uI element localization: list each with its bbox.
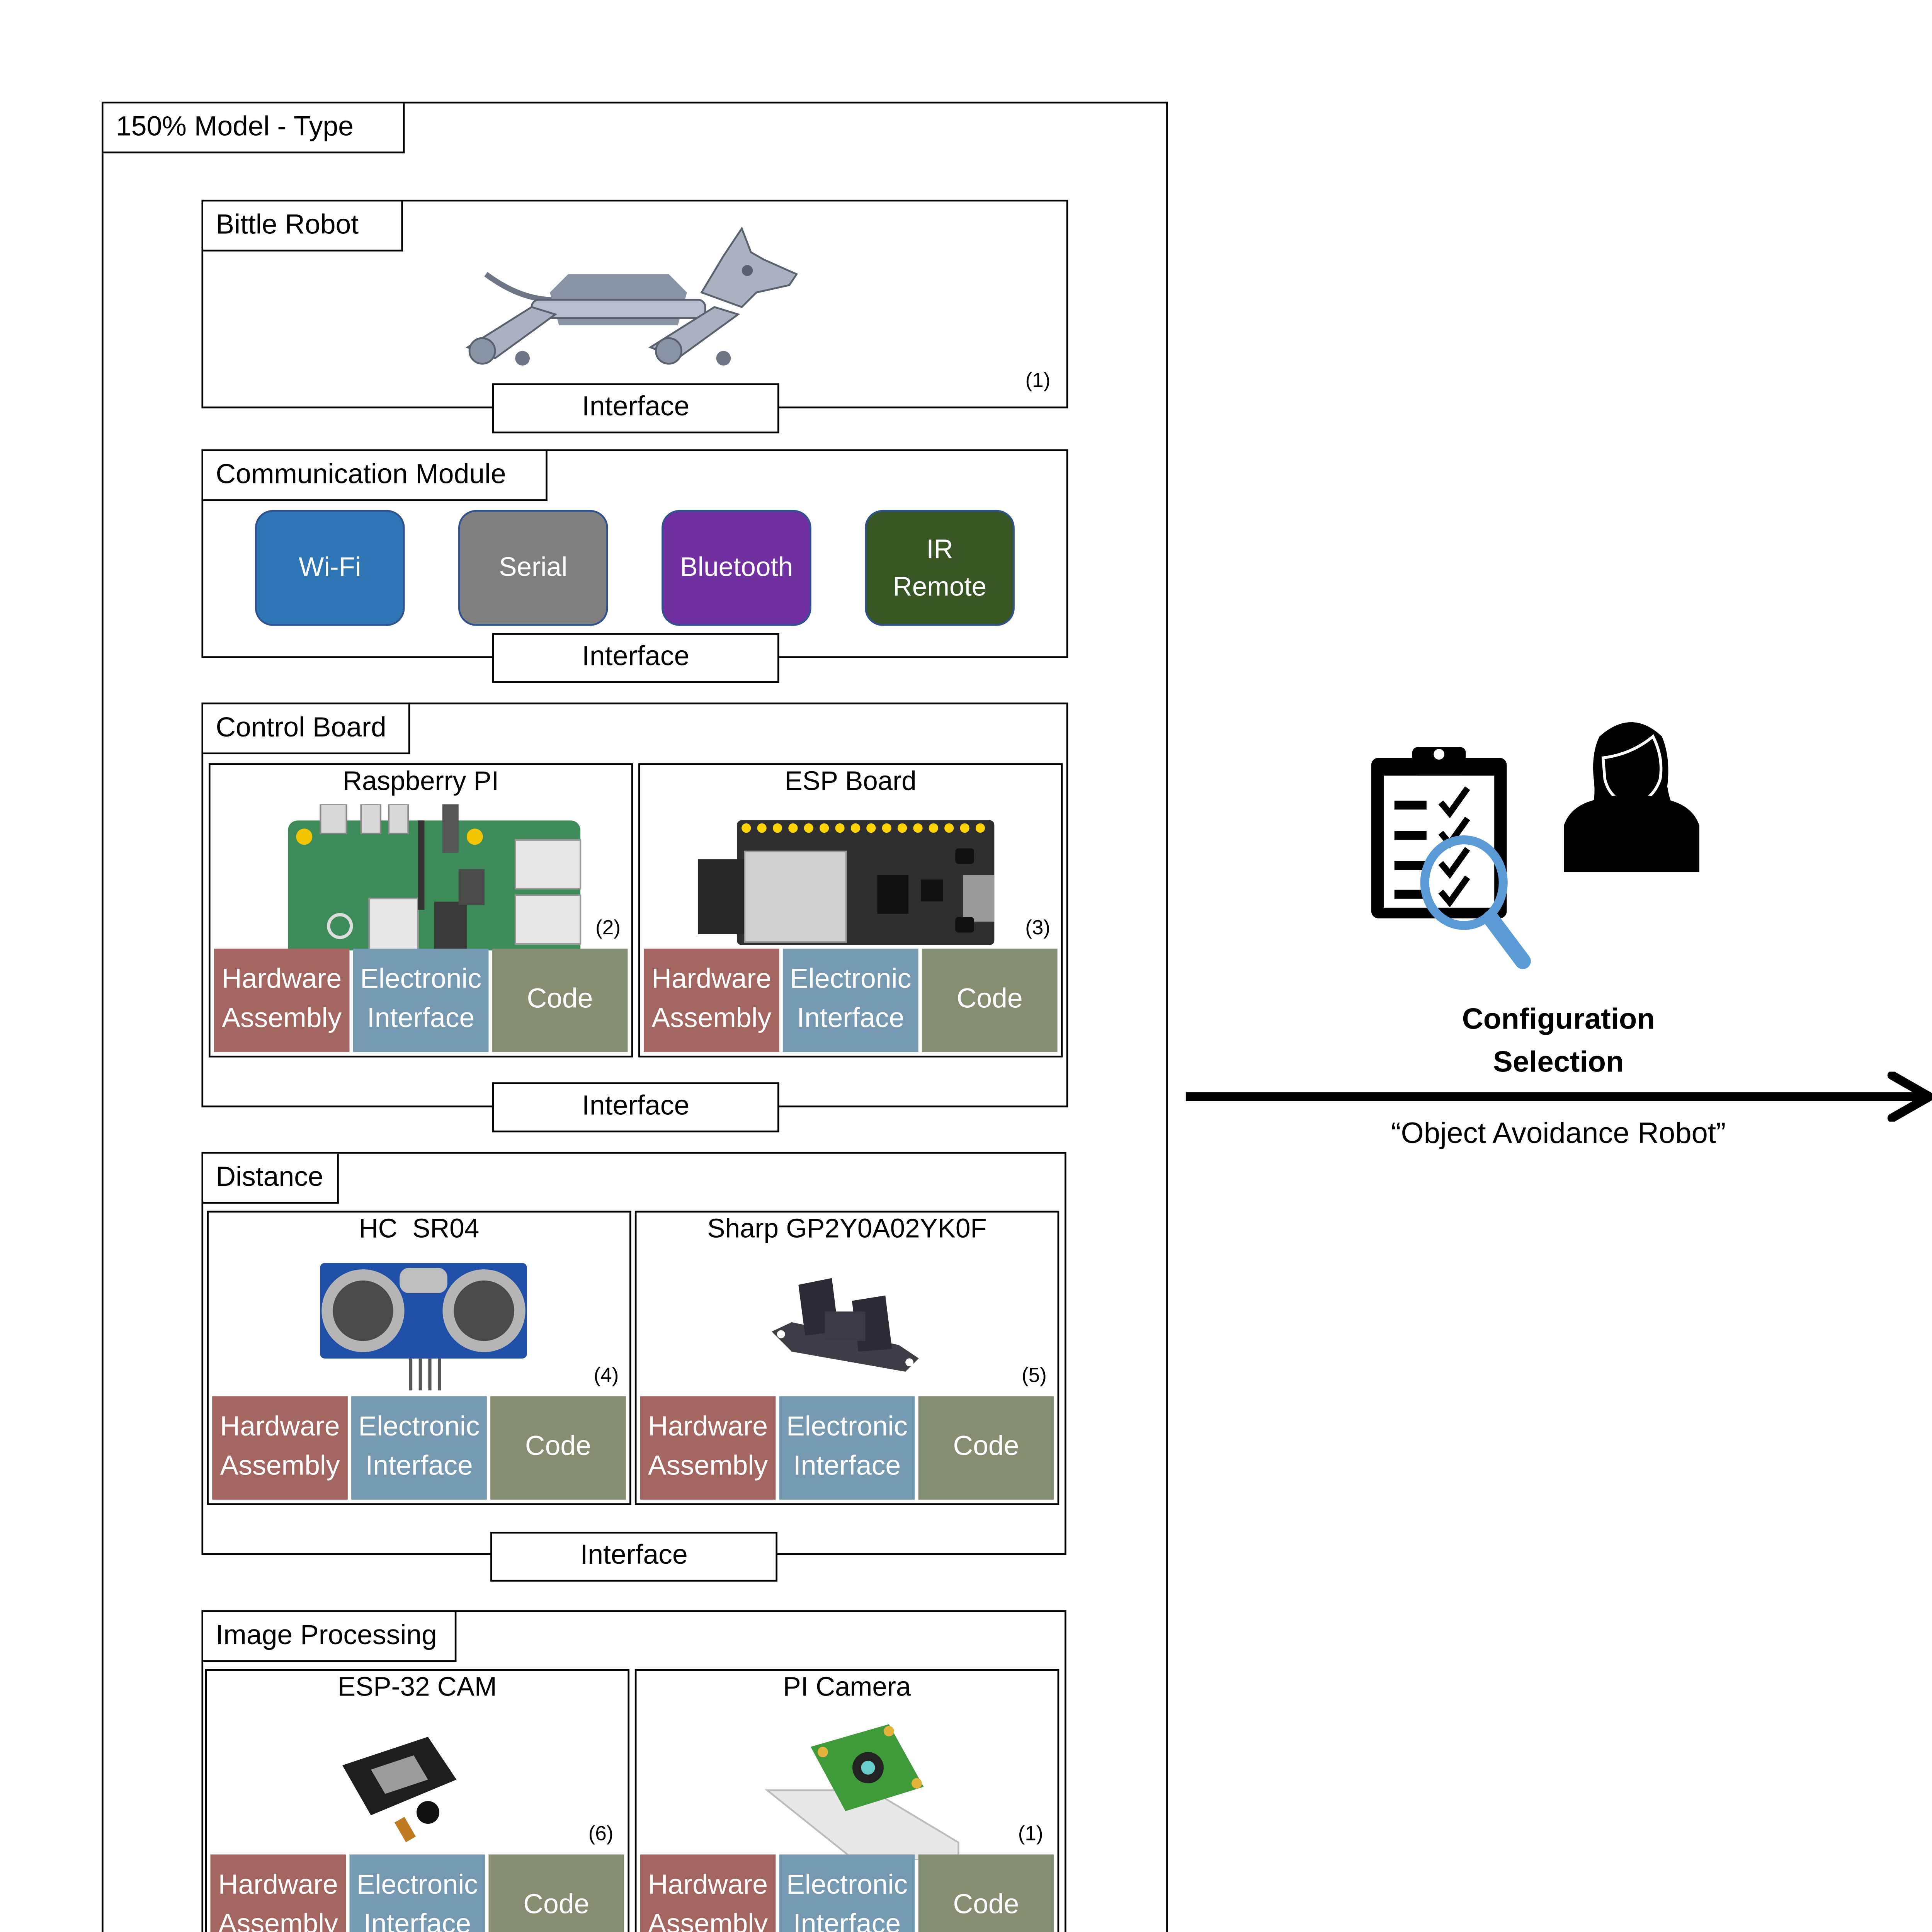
tile-electronic-interface: Electronic Interface	[351, 1396, 487, 1500]
configuration-selection-label: Configuration Selection	[1380, 998, 1737, 1084]
tile-hardware-assembly: Hardware Assembly	[214, 949, 350, 1052]
image-credit-number: (4)	[594, 1366, 619, 1388]
component-card-hc-sr04: HC SR04 (4) Hardware Assembly Electronic…	[207, 1211, 631, 1505]
configuration-caption: “Object Avoidance Robot”	[1391, 1118, 1726, 1150]
hc-sr04-image	[312, 1262, 535, 1391]
image-credit-number: (6)	[588, 1824, 614, 1846]
image-credit-number: (3)	[1025, 918, 1051, 940]
component-name: Raspberry PI	[343, 767, 499, 797]
interface-label: Interface	[492, 1082, 779, 1133]
clipboard-checklist-icon	[1371, 747, 1531, 969]
communication-title: Communication Module	[203, 451, 548, 501]
distance-title: Distance	[203, 1153, 339, 1204]
tile-hardware-assembly: Hardware Assembly	[640, 1854, 776, 1932]
tile-hardware-assembly: Hardware Assembly	[643, 949, 779, 1052]
person-icon	[1564, 722, 1699, 872]
tile-electronic-interface: Electronic Interface	[779, 1854, 915, 1932]
tile-code: Code	[490, 1396, 626, 1500]
tile-electronic-interface: Electronic Interface	[779, 1396, 915, 1500]
component-card-esp32-cam: ESP-32 CAM (6) Hardware Assembly Electro…	[205, 1669, 630, 1932]
component-name: HC SR04	[359, 1214, 480, 1245]
magnifier-icon	[1420, 835, 1531, 969]
interface-label: Interface	[492, 633, 779, 683]
raspberry-pi-image	[260, 804, 608, 950]
component-name: ESP Board	[784, 767, 917, 797]
image-processing-title: Image Processing	[203, 1612, 457, 1662]
capability-tiles: Hardware Assembly Electronic Interface C…	[640, 1854, 1054, 1932]
image-credit-number: (1)	[1018, 1824, 1043, 1846]
component-name: PI Camera	[783, 1672, 911, 1703]
tile-hardware-assembly: Hardware Assembly	[210, 1854, 346, 1932]
component-card-raspberry-pi: Raspberry PI (2) Hardware Assembly Elect…	[208, 763, 633, 1058]
capability-tiles: Hardware Assembly Electronic Interface C…	[212, 1396, 626, 1500]
option-wifi: Wi-Fi	[255, 510, 405, 626]
label-line-2: Selection	[1493, 1046, 1624, 1079]
component-name: ESP-32 CAM	[337, 1672, 497, 1703]
image-credit-number: (1)	[1025, 371, 1051, 393]
tile-hardware-assembly: Hardware Assembly	[212, 1396, 348, 1500]
tile-electronic-interface: Electronic Interface	[353, 949, 489, 1052]
interface-label: Interface	[492, 383, 779, 434]
image-credit-number: (2)	[595, 918, 621, 940]
capability-tiles: Hardware Assembly Electronic Interface C…	[640, 1396, 1054, 1500]
bittle-title: Bittle Robot	[203, 201, 403, 252]
sharp-sensor-image	[765, 1262, 925, 1387]
tile-electronic-interface: Electronic Interface	[782, 949, 918, 1052]
interface-label: Interface	[490, 1532, 778, 1582]
option-serial: Serial	[458, 510, 608, 626]
tile-code: Code	[918, 1854, 1054, 1932]
tile-electronic-interface: Electronic Interface	[349, 1854, 485, 1932]
tile-code: Code	[918, 1396, 1054, 1500]
pi-camera-image	[747, 1721, 961, 1860]
tile-code: Code	[488, 1854, 624, 1932]
control-board-title: Control Board	[203, 704, 410, 755]
capability-tiles: Hardware Assembly Electronic Interface C…	[214, 949, 628, 1052]
tile-code: Code	[492, 949, 628, 1052]
arrow-right-icon	[1185, 1071, 1932, 1122]
bittle-robot-image	[449, 218, 815, 367]
label-line-1: Configuration	[1462, 1004, 1655, 1036]
component-name: Sharp GP2Y0A02YK0F	[707, 1214, 987, 1245]
component-card-sharp-sensor: Sharp GP2Y0A02YK0F (5) Hardware Assembly…	[634, 1211, 1060, 1505]
esp-board-image	[690, 818, 1002, 947]
option-bluetooth: Bluetooth	[662, 510, 811, 626]
capability-tiles: Hardware Assembly Electronic Interface C…	[210, 1854, 624, 1932]
component-card-esp-board: ESP Board (3) Hardware Assembly Electron…	[638, 763, 1063, 1058]
model-150-title: 150% Model - Type	[103, 103, 405, 153]
image-credit-number: (5)	[1021, 1366, 1047, 1388]
capability-tiles: Hardware Assembly Electronic Interface C…	[643, 949, 1058, 1052]
tile-hardware-assembly: Hardware Assembly	[640, 1396, 776, 1500]
esp32-cam-image	[335, 1728, 478, 1846]
tile-code: Code	[922, 949, 1058, 1052]
option-ir-remote: IR Remote	[865, 510, 1015, 626]
component-card-pi-camera: PI Camera (1) Hardware Assembly Electron…	[634, 1669, 1060, 1932]
